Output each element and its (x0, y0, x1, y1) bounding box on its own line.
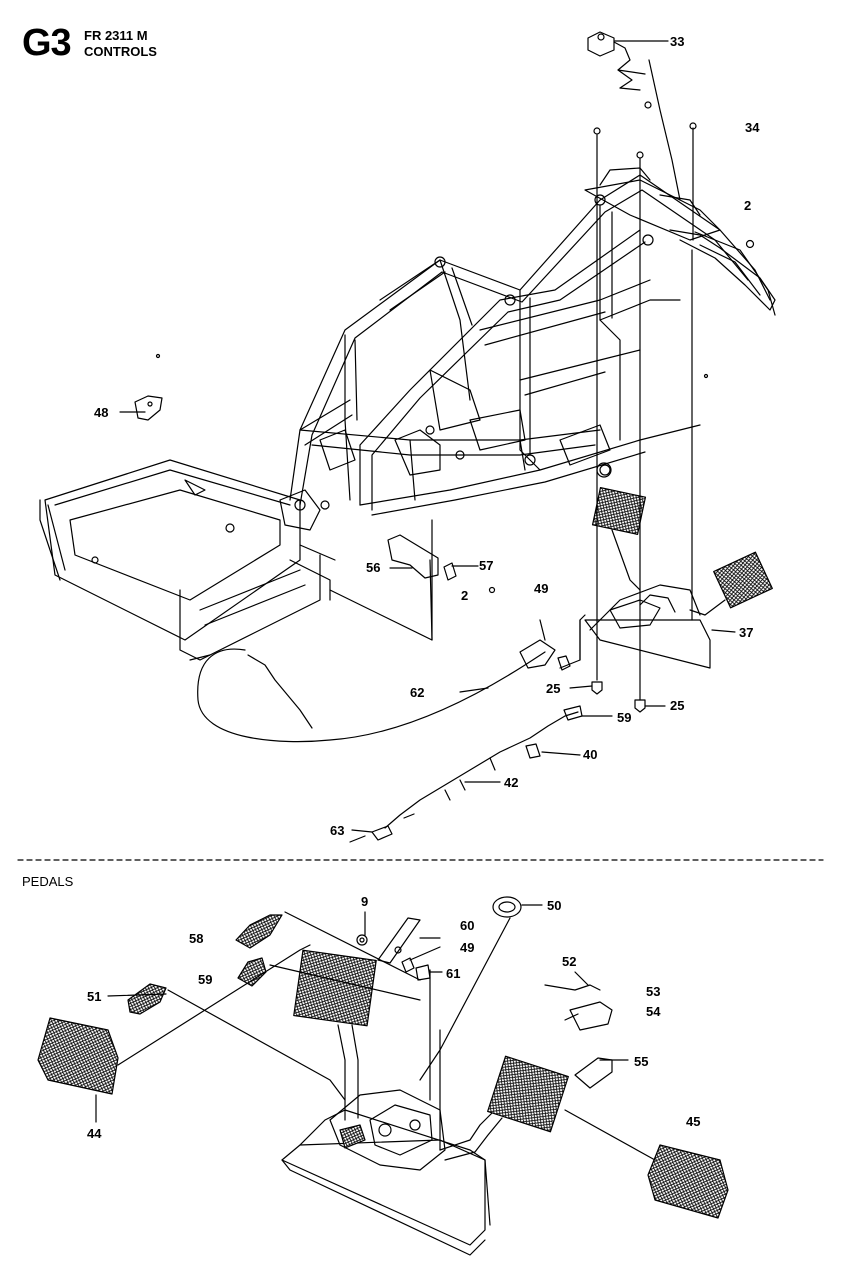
pedals-section-title: PEDALS (22, 874, 74, 889)
callout-42: 42 (504, 775, 518, 790)
callout-33: 33 (670, 34, 684, 49)
callout-59-lower: 59 (198, 972, 212, 987)
callout-63: 63 (330, 823, 344, 838)
callout-48: 48 (94, 405, 108, 420)
callout-54: 54 (646, 1004, 661, 1019)
callout-40: 40 (583, 747, 597, 762)
rods-and-cables (197, 59, 694, 843)
callout-56: 56 (366, 560, 380, 575)
callout-53: 53 (646, 984, 660, 999)
callout-49-lower: 49 (460, 940, 474, 955)
part-48-bracket (134, 395, 163, 421)
callout-59-upper: 59 (617, 710, 631, 725)
callout-2-mid: 2 (461, 588, 468, 603)
callout-numbers: 33 34 2 48 56 57 2 49 37 25 25 59 62 40 … (87, 34, 760, 1141)
part-33-throttle-handle (587, 31, 646, 91)
section-code: G3 (22, 22, 72, 64)
pedal-assembly-upper (559, 487, 773, 669)
callout-57: 57 (479, 558, 493, 573)
callout-leaders (95, 40, 736, 1123)
callout-25-left: 25 (546, 681, 560, 696)
small-nuts (155, 101, 755, 379)
callout-37: 37 (739, 625, 753, 640)
callout-45: 45 (686, 1114, 700, 1129)
callout-55: 55 (634, 1054, 648, 1069)
callout-51: 51 (87, 989, 101, 1004)
callout-62: 62 (410, 685, 424, 700)
section-title: CONTROLS (84, 44, 157, 59)
part-56-57-bracket (387, 519, 496, 641)
callout-9: 9 (361, 894, 368, 909)
callout-44: 44 (87, 1126, 102, 1141)
callout-34: 34 (745, 120, 760, 135)
callout-60: 60 (460, 918, 474, 933)
callout-50: 50 (547, 898, 561, 913)
model-name: FR 2311 M (84, 28, 148, 43)
callout-25-right: 25 (670, 698, 684, 713)
callout-49-upper: 49 (534, 581, 548, 596)
rear-tube (694, 231, 776, 316)
pedals-exploded-view (37, 896, 729, 1256)
frame-drawing (39, 167, 776, 661)
callout-2-top: 2 (744, 198, 751, 213)
callout-58: 58 (189, 931, 203, 946)
callout-61: 61 (446, 966, 460, 981)
callout-52: 52 (562, 954, 576, 969)
